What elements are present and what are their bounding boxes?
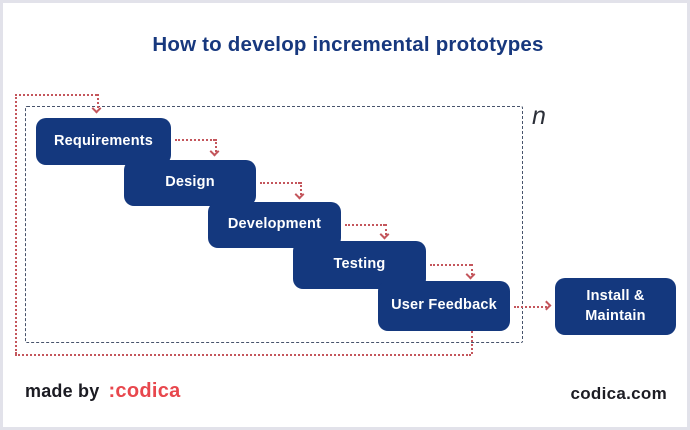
connector-dev-testing-v — [385, 224, 387, 235]
step-box-development: Development — [208, 202, 341, 248]
step-box-requirements: Requirements — [36, 118, 171, 165]
made-by-credit: made by :codica — [25, 380, 181, 403]
codica-logo: :codica — [108, 380, 181, 402]
iteration-count-label: n — [532, 102, 546, 130]
made-by-label: made by — [25, 381, 100, 401]
page-title: How to develop incremental prototypes — [152, 33, 544, 56]
step-label: Requirements — [53, 132, 154, 149]
connector-req-design-h — [175, 139, 215, 141]
website-link[interactable]: codica.com — [570, 384, 667, 403]
connector-design-dev-h — [260, 182, 300, 184]
step-label: Testing — [333, 256, 386, 273]
arrow-right-icon — [541, 300, 552, 311]
step-label: Design — [165, 174, 215, 191]
connector-testing-ufb-v — [471, 264, 473, 275]
connector-testing-ufb-h — [430, 264, 471, 266]
feedback-loop-left-line — [15, 94, 17, 354]
feedback-loop-top-line — [15, 94, 97, 96]
step-label-line1: Install & — [586, 287, 645, 304]
connector-ufb-install-h — [514, 306, 547, 308]
step-box-user-feedback: User Feedback — [378, 281, 510, 331]
feedback-loop-drop-line — [471, 331, 473, 354]
feedback-loop-bottom-line — [15, 354, 471, 356]
step-box-design: Design — [124, 160, 256, 206]
step-label: Install & Maintain — [585, 287, 645, 326]
step-label: User Feedback — [391, 297, 497, 314]
connector-design-dev-v — [300, 182, 302, 195]
iteration-boundary-box — [25, 106, 523, 343]
connector-req-design-v — [215, 139, 217, 152]
feedback-loop-entry-line — [97, 94, 99, 108]
step-box-install-maintain: Install & Maintain — [555, 278, 676, 335]
step-label: Development — [227, 216, 322, 233]
connector-dev-testing-h — [345, 224, 385, 226]
step-label-line2: Maintain — [585, 307, 646, 324]
